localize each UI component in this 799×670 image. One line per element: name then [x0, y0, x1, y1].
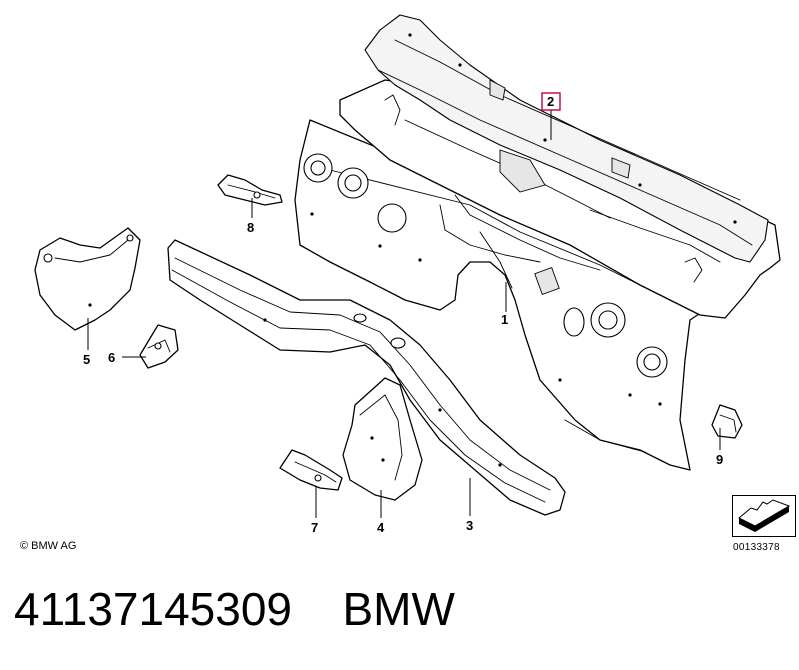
callout-9[interactable]: 9	[716, 452, 723, 467]
part-6-clip	[139, 324, 179, 369]
callout-2[interactable]: 2	[547, 94, 554, 109]
reference-code: 00133378	[733, 542, 780, 553]
callout-8[interactable]: 8	[247, 220, 254, 235]
callout-1[interactable]: 1	[501, 312, 508, 327]
callout-4[interactable]: 4	[377, 520, 385, 535]
caption-bar: 41137145309 BMW	[14, 586, 455, 646]
part-1-bulkhead-panel	[294, 119, 721, 471]
callout-3[interactable]: 3	[466, 518, 473, 533]
callout-7[interactable]: 7	[311, 520, 318, 535]
part-4-bracket	[342, 377, 423, 501]
part-number: 41137145309	[14, 583, 292, 635]
part-8-bracket	[217, 174, 283, 206]
parts-diagram: 1 2 3 4 5 6 7 8 9	[34, 14, 781, 535]
part-7-bracket	[279, 449, 343, 491]
part-2-cowl-support	[339, 14, 781, 319]
orientation-arrow-icon	[732, 495, 796, 537]
callout-5[interactable]: 5	[83, 352, 90, 367]
copyright-notice: © BMW AG	[20, 540, 77, 552]
part-5-panel	[34, 227, 141, 331]
callout-2-highlight-box	[541, 92, 561, 111]
brand-name: BMW	[342, 583, 455, 635]
part-3-longitudinal-member	[167, 239, 566, 516]
part-9-clip	[711, 404, 743, 439]
callout-6[interactable]: 6	[108, 350, 115, 365]
